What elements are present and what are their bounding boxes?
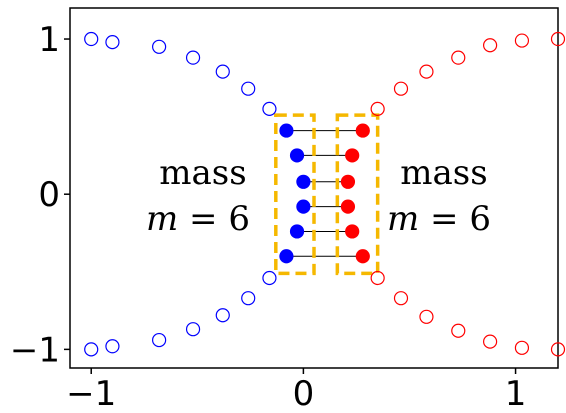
open-data-point [370,270,385,286]
open-data-point [419,309,434,324]
open-data-point [451,50,466,65]
right-annotation-var: m [387,199,419,239]
filled-data-point [340,174,356,189]
open-data-point [185,322,201,337]
y-tick-label: 1 [38,20,60,60]
open-data-point [84,342,99,357]
filled-data-point [279,123,294,138]
open-data-point [241,81,256,96]
dashed-group-box [274,113,316,276]
open-data-point [451,323,466,338]
x-tick-label: 0 [293,374,315,413]
open-data-point [241,291,256,306]
right-annotation-mass: mass [400,153,487,193]
y-tick-label: −1 [10,330,60,370]
left-annotation-mass: mass [159,153,246,193]
filled-data-point [345,224,360,239]
plot-area-frame [69,7,559,369]
x-tick-label: 1 [505,374,527,413]
x-tick-label: −1 [66,374,116,413]
open-data-point [262,101,277,116]
filled-data-point [355,249,370,264]
group-boxes [274,113,380,276]
left-annotation-equation: m = 6 [146,199,250,239]
open-data-point [393,291,409,306]
left-annotation-value: = 6 [178,199,250,239]
filled-data-point [296,174,311,189]
filled-data-point [296,199,311,214]
open-data-point [262,270,277,286]
open-data-point [152,39,167,54]
right-annotation-value: = 6 [419,199,491,239]
link-lines [286,130,363,257]
filled-data-point [340,199,356,214]
dashed-group-box [335,113,380,276]
open-data-point [514,33,530,48]
open-data-point [215,308,230,323]
open-data-point [370,101,385,116]
axis-ticks: −1 0 1 1 0 −1 [10,20,527,413]
open-data-point [185,50,201,65]
filled-data-point [289,148,305,163]
filled-data-point [289,224,305,239]
right-annotation-equation: m = 6 [387,199,491,239]
open-data-point [514,340,530,355]
open-data-point [152,332,167,348]
open-data-point [550,31,566,47]
open-data-point [483,334,498,349]
data-points [84,31,566,357]
open-data-point [483,38,498,53]
open-data-point [215,64,230,79]
left-annotation-var: m [146,199,178,239]
open-data-point [393,81,409,96]
y-tick-label: 0 [38,175,60,215]
open-data-point [105,35,120,50]
filled-data-point [345,148,360,163]
filled-data-point [355,123,370,138]
open-data-point [105,339,120,354]
open-data-point [84,31,99,47]
filled-data-point [279,249,294,264]
open-data-point [550,342,566,357]
open-data-point [419,64,434,79]
